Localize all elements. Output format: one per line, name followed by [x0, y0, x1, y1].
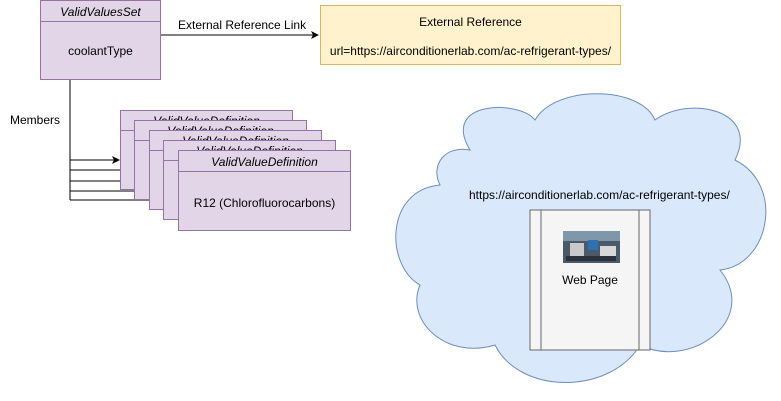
valid-value-definition-divider — [179, 171, 350, 172]
web-page-label: Web Page — [562, 273, 618, 287]
valid-value-definition-value: R12 (Chlorofluorocarbons) — [193, 196, 336, 210]
valid-values-set-name: coolantType — [68, 44, 133, 58]
valid-values-set-stereotype: ValidValuesSet — [60, 5, 141, 19]
valid-value-definition-stereotype: ValidValueDefinition — [211, 155, 318, 169]
external-reference-url: url=https://airconditionerlab.com/ac-ref… — [329, 44, 612, 58]
members-label: Members — [10, 113, 61, 127]
cloud-url-label[interactable]: https://airconditionerlab.com/ac-refrige… — [469, 188, 730, 202]
external-reference-title: External Reference — [419, 15, 522, 29]
valid-value-definition-box-r12[interactable]: ValidValueDefinition R12 (Chlorofluoroca… — [178, 150, 351, 231]
external-reference-link-label: External Reference Link — [178, 18, 307, 32]
external-reference-box[interactable]: External Reference url=https://aircondit… — [320, 5, 621, 65]
web-page-thumbnail-image — [563, 231, 620, 263]
valid-values-set-box[interactable]: ValidValuesSet coolantType — [40, 0, 161, 80]
valid-values-set-divider — [41, 21, 160, 22]
